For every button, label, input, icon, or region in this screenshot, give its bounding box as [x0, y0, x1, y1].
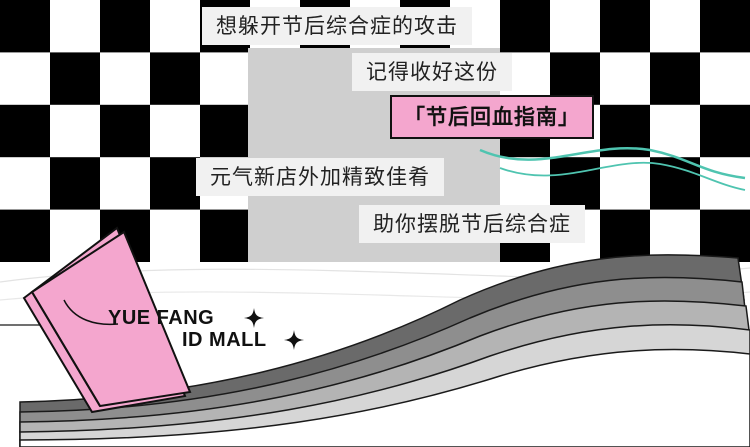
checker-square	[150, 0, 201, 53]
checker-square	[0, 209, 51, 262]
headline-label-1: 想躲开节后综合症的攻击	[202, 7, 472, 45]
checker-square	[50, 104, 101, 158]
checker-square	[650, 157, 701, 211]
checker-square	[100, 52, 151, 106]
checker-square	[650, 209, 701, 262]
checker-square	[100, 157, 151, 211]
checker-square	[650, 104, 701, 158]
highlight-guide-label: 「节后回血指南」	[390, 95, 594, 139]
checker-square	[150, 104, 201, 158]
checker-square	[700, 0, 750, 53]
sparkle-star-icon	[244, 308, 264, 328]
checker-square	[50, 52, 101, 106]
checker-square	[650, 52, 701, 106]
checker-square	[550, 0, 601, 53]
checker-square	[200, 52, 251, 106]
checker-square	[600, 209, 651, 262]
checker-square	[200, 209, 251, 262]
checker-square	[500, 0, 551, 53]
checker-square	[550, 157, 601, 211]
checker-square	[0, 0, 51, 53]
checker-square	[0, 104, 51, 158]
checker-square	[150, 52, 201, 106]
checker-square	[100, 104, 151, 158]
checker-square	[200, 104, 251, 158]
checker-square	[600, 52, 651, 106]
checker-square	[50, 0, 101, 53]
checker-square	[0, 52, 51, 106]
checker-square	[700, 104, 750, 158]
checker-square	[700, 209, 750, 262]
brand-name-line-1: YUE FANG	[108, 307, 215, 329]
checker-square	[150, 209, 201, 262]
headline-label-5: 助你摆脱节后综合症	[359, 205, 585, 243]
checker-square	[50, 157, 101, 211]
checker-square	[500, 157, 551, 211]
checker-square	[650, 0, 701, 53]
checker-square	[100, 0, 151, 53]
checker-square	[150, 157, 201, 211]
headline-label-2: 记得收好这份	[352, 53, 512, 91]
checker-square	[0, 157, 51, 211]
brand-name-line-2: ID MALL	[182, 329, 267, 351]
checker-square	[700, 52, 750, 106]
sparkle-star-icon	[284, 330, 304, 350]
checker-square	[600, 0, 651, 53]
headline-label-4: 元气新店外加精致佳肴	[196, 158, 444, 196]
